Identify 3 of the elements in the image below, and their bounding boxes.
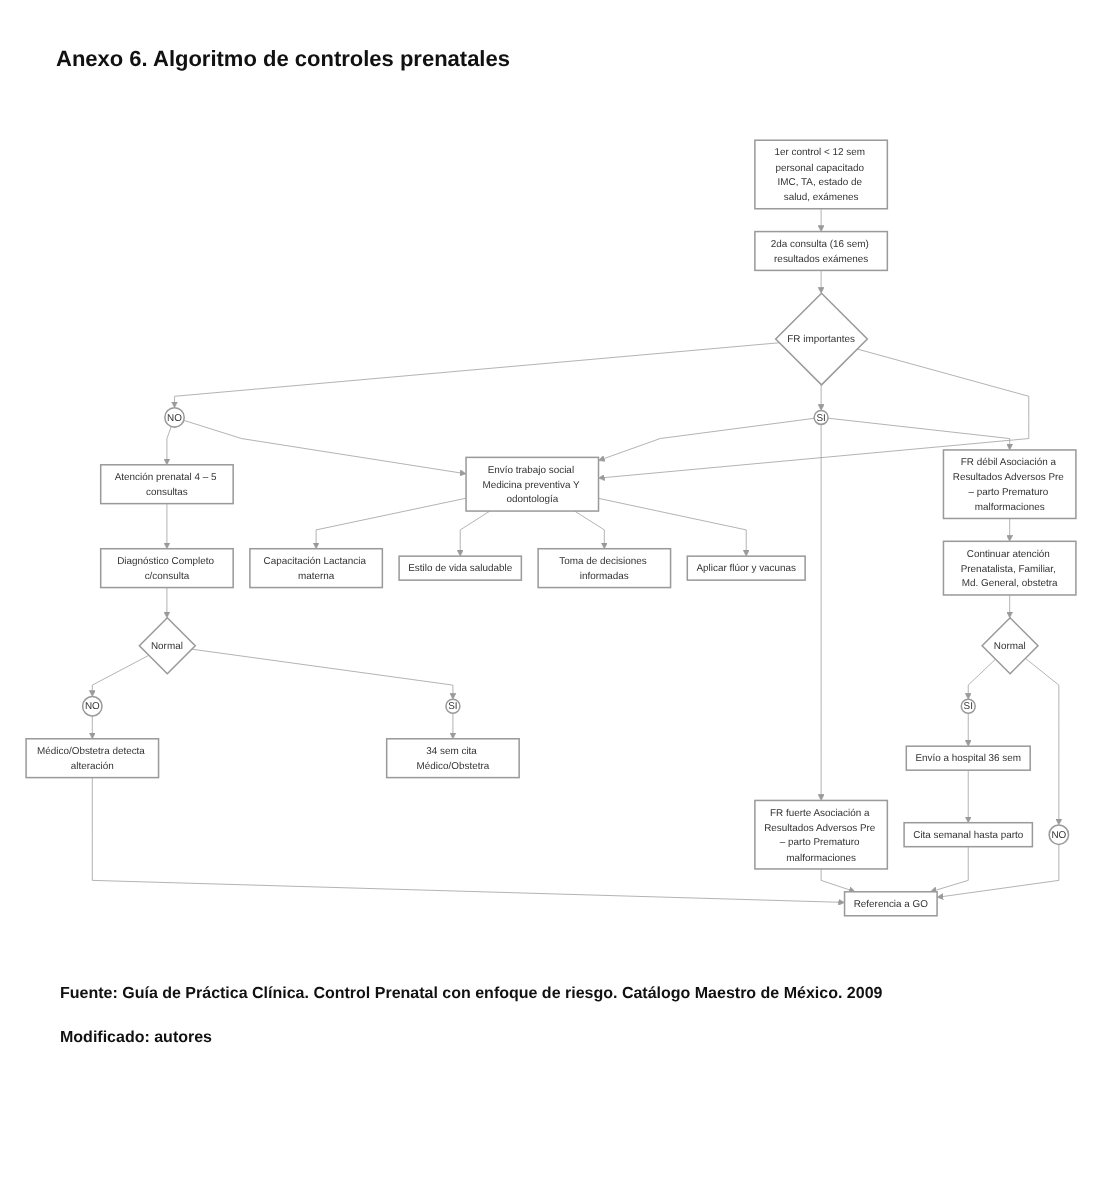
diagram-title: Anexo 6. Algoritmo de controles prenatales	[56, 48, 510, 72]
note-text: Modificado: autores	[60, 1028, 213, 1046]
source-caption: Fuente: Guía de Práctica Clínica. Control Prenatal con enfoque de riesgo. Catálogo Maestro de México. 2009	[60, 984, 885, 1004]
